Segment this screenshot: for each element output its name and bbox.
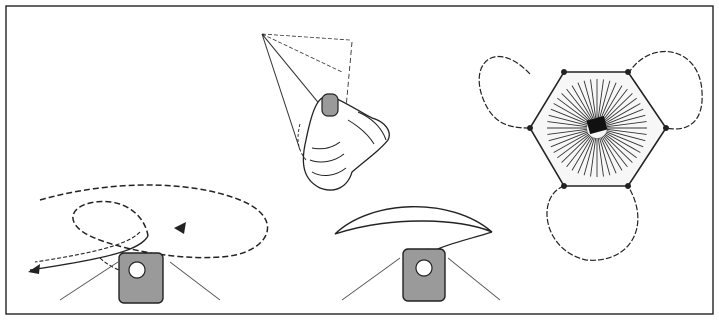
- guide-line: [262, 34, 300, 150]
- tag-icon: [322, 94, 338, 116]
- tag-icon: [119, 253, 163, 303]
- corner-dot: [527, 125, 533, 131]
- hand-grip-panel: [262, 34, 389, 190]
- guide-line: [342, 258, 400, 300]
- lobe-bottom: [547, 186, 638, 260]
- guide-line: [262, 34, 350, 40]
- hand-icon: [303, 96, 389, 190]
- tag-hole: [416, 260, 432, 276]
- arrow-icon: [174, 222, 186, 234]
- dashed-loop: [40, 185, 268, 258]
- corner-dot: [561, 69, 567, 75]
- corner-dot: [561, 183, 567, 189]
- guide-line: [60, 262, 118, 300]
- knot-loop-panel: [28, 185, 268, 303]
- guide-line: [170, 262, 220, 300]
- guide-line: [262, 34, 342, 72]
- lobe-left: [479, 57, 530, 128]
- hexagon-lamp-panel: [479, 51, 702, 260]
- corner-dot: [625, 69, 631, 75]
- corner-dot: [625, 183, 631, 189]
- guide-line: [262, 34, 326, 112]
- tag-hole: [129, 262, 145, 278]
- crescent-shape: [335, 207, 492, 234]
- corner-dot: [663, 125, 669, 131]
- crescent-tag-panel: [335, 207, 500, 301]
- guide-line: [448, 258, 500, 300]
- arrow-icon: [28, 264, 40, 274]
